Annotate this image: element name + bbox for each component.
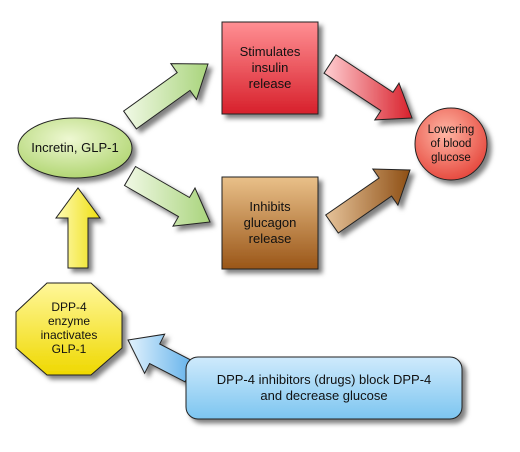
inhibits-glucagon-box (221, 176, 319, 270)
stimulates-insulin-box (221, 21, 319, 115)
arrow-inhibitors-to-dpp4 (127, 333, 196, 383)
dpp4-inhibitors-box (185, 356, 463, 420)
arrow-incretin-to-stimulates (122, 63, 209, 130)
arrow-incretin-to-inhibits (123, 165, 211, 227)
arrow-inhibits-to-lowering (325, 168, 411, 234)
incretin-glp1-ellipse (17, 117, 133, 179)
arrow-stimulates-to-lowering (323, 54, 413, 121)
arrow-dpp4-to-incretin (55, 187, 101, 269)
dpp4-enzyme-octagon (15, 282, 123, 376)
lowering-glucose-circle (414, 107, 488, 181)
